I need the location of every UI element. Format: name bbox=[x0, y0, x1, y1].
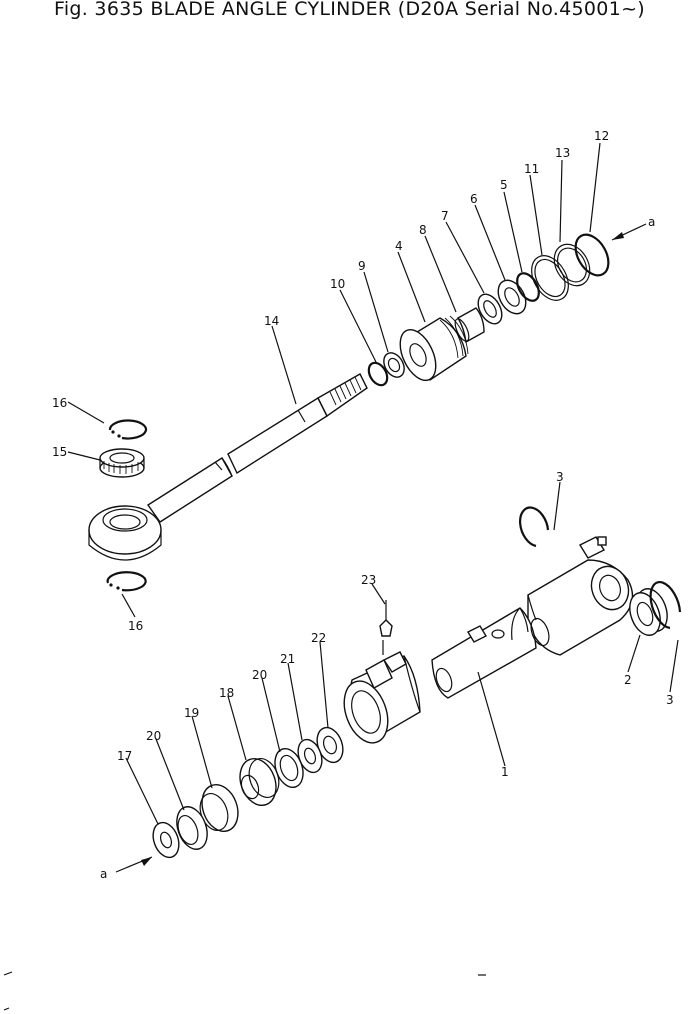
snap-ring-12 bbox=[574, 233, 610, 277]
callout-20-upper: 20 bbox=[252, 668, 267, 682]
grease-fitting-23 bbox=[379, 600, 393, 637]
piston-rod bbox=[88, 373, 368, 561]
callout-5: 5 bbox=[500, 178, 508, 192]
callout-14: 14 bbox=[264, 314, 279, 328]
callout-labels: 12 13 11 5 6 7 8 4 9 10 14 16 15 16 3 2 … bbox=[52, 129, 674, 881]
callout-3-upper: 3 bbox=[556, 470, 564, 484]
callout-22: 22 bbox=[311, 631, 326, 645]
bushing-18 bbox=[239, 758, 280, 806]
bushing-15 bbox=[99, 448, 145, 478]
callout-7: 7 bbox=[441, 209, 449, 223]
arrow-a-top bbox=[611, 223, 647, 241]
callout-20-lower: 20 bbox=[146, 729, 161, 743]
ring-5 bbox=[516, 272, 540, 302]
callout-19: 19 bbox=[184, 706, 199, 720]
callout-15: 15 bbox=[52, 445, 67, 459]
backup-ring-13 bbox=[553, 243, 591, 287]
callout-11: 11 bbox=[524, 162, 539, 176]
callout-23: 23 bbox=[361, 573, 376, 587]
arrow-a-bottom bbox=[115, 856, 153, 873]
washer-17 bbox=[152, 821, 180, 859]
callout-12: 12 bbox=[594, 129, 609, 143]
callout-17: 17 bbox=[117, 749, 132, 763]
ring-21 bbox=[297, 738, 323, 774]
callout-6: 6 bbox=[470, 192, 478, 206]
callout-18: 18 bbox=[219, 686, 234, 700]
piston-4 bbox=[399, 315, 469, 381]
ring-10 bbox=[367, 361, 389, 387]
spacer-8 bbox=[454, 307, 485, 344]
scan-marks bbox=[3, 971, 486, 1011]
callout-3-lower: 3 bbox=[666, 693, 674, 707]
snap-ring-16-upper bbox=[108, 419, 148, 440]
nut-9 bbox=[383, 352, 405, 378]
callout-21: 21 bbox=[280, 652, 295, 666]
snap-ring-16-lower bbox=[106, 571, 147, 592]
callout-2: 2 bbox=[624, 673, 632, 687]
callout-16-upper: 16 bbox=[52, 396, 67, 410]
callout-9: 9 bbox=[358, 259, 366, 273]
callout-16-lower: 16 bbox=[128, 619, 143, 633]
snap-ring-3-lower bbox=[649, 581, 682, 630]
callout-10: 10 bbox=[330, 277, 345, 291]
figure-title: Fig. 3635 BLADE ANGLE CYLINDER (D20A Ser… bbox=[53, 0, 646, 20]
callout-8: 8 bbox=[419, 223, 427, 237]
callout-a-bottom: a bbox=[100, 867, 107, 881]
callout-13: 13 bbox=[555, 146, 570, 160]
wiper-20-upper bbox=[274, 747, 304, 789]
wiper-20-lower bbox=[176, 806, 208, 850]
cylinder-tube-1 bbox=[343, 536, 634, 744]
callout-a-top: a bbox=[648, 215, 655, 229]
leader-lines bbox=[67, 142, 679, 825]
snap-ring-3-upper bbox=[519, 506, 550, 548]
callout-4: 4 bbox=[395, 239, 403, 253]
callout-1: 1 bbox=[501, 765, 509, 779]
seal-7 bbox=[477, 293, 503, 325]
